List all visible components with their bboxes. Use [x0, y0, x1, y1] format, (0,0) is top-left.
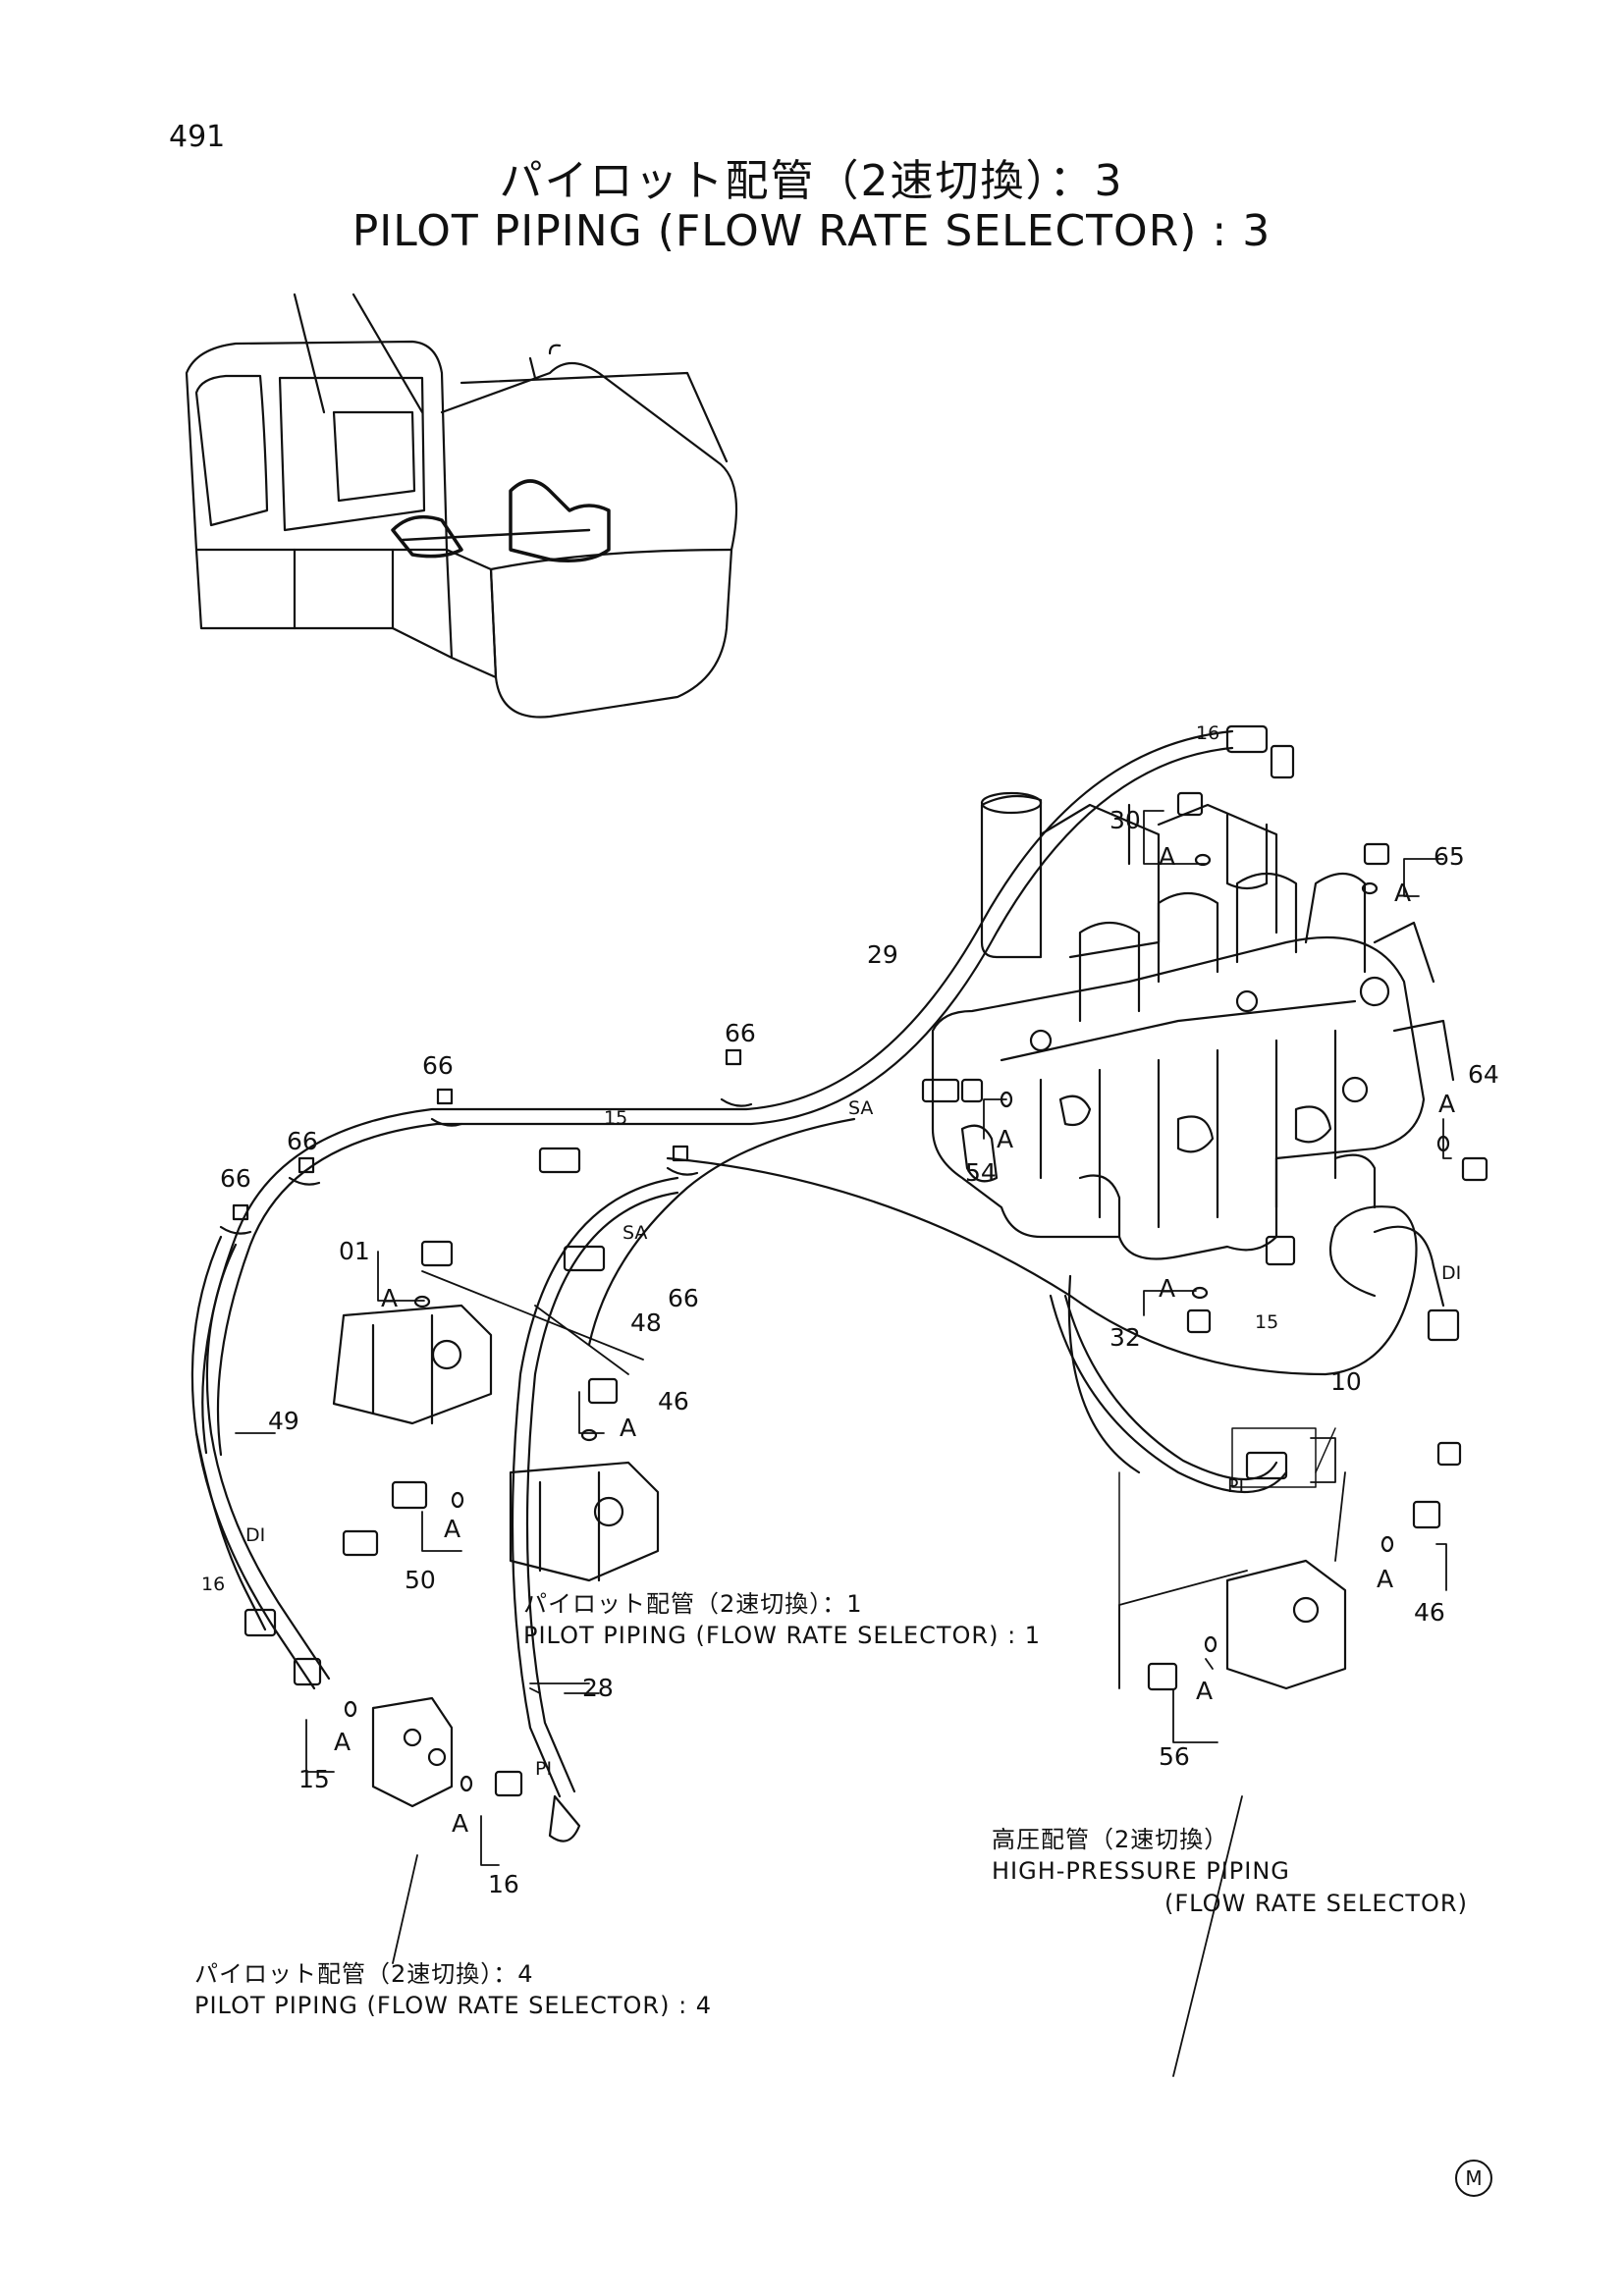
label-66-upper: 66	[422, 1051, 454, 1080]
cross-reference-1-jp: パイロット配管（2速切換）：1	[523, 1590, 863, 1618]
label-15-bottom: 15	[298, 1765, 330, 1793]
label-15-top: 15	[604, 1107, 628, 1129]
clamps	[219, 1048, 753, 1235]
cross-reference-3-jp: パイロット配管（2速切換）：4	[194, 1960, 534, 1988]
label-a-50: A	[444, 1515, 461, 1543]
manual-mark: M	[1455, 2160, 1492, 2197]
label-66-lower: 66	[668, 1284, 699, 1312]
label-66-mid: 66	[287, 1127, 318, 1155]
label-a-64: A	[1438, 1090, 1456, 1118]
label-16-top: 16	[1196, 722, 1220, 744]
label-29: 29	[867, 940, 898, 969]
cross-reference-2-en2: (FLOW RATE SELECTOR)	[1164, 1889, 1468, 1917]
label-di-left: DI	[245, 1524, 266, 1546]
label-a-16: A	[452, 1809, 469, 1838]
label-01: 01	[339, 1237, 370, 1265]
label-64: 64	[1468, 1060, 1499, 1089]
label-32: 32	[1109, 1323, 1141, 1352]
label-46-mid: 46	[658, 1387, 689, 1415]
selector-valves	[332, 1304, 1347, 1808]
cross-reference-3: パイロット配管（2速切換）：4 PILOT PIPING (FLOW RATE …	[194, 1958, 712, 2022]
label-a-46-mid: A	[620, 1414, 637, 1442]
cross-reference-1-en: PILOT PIPING (FLOW RATE SELECTOR) : 1	[523, 1622, 1042, 1650]
label-16-bottom: 16	[488, 1870, 519, 1898]
label-a-54: A	[997, 1125, 1014, 1153]
cross-reference-1: パイロット配管（2速切換）：1 PILOT PIPING (FLOW RATE …	[523, 1588, 1041, 1652]
label-56: 56	[1159, 1742, 1190, 1771]
label-66-center: 66	[725, 1019, 756, 1047]
label-pi-right: PI	[1227, 1475, 1245, 1497]
hoses	[190, 729, 1445, 1798]
label-sa-right: SA	[848, 1097, 874, 1119]
label-a-56: A	[1196, 1677, 1214, 1705]
title-english: PILOT PIPING (FLOW RATE SELECTOR) : 3	[352, 206, 1271, 256]
excavator-overview	[185, 293, 738, 719]
label-28: 28	[582, 1674, 614, 1702]
label-a-01: A	[381, 1284, 399, 1312]
label-a-65: A	[1394, 879, 1412, 907]
label-49: 49	[268, 1407, 299, 1435]
label-a-46-right: A	[1377, 1565, 1394, 1593]
label-a-32: A	[1159, 1274, 1176, 1303]
label-65: 65	[1434, 842, 1465, 871]
label-15-right: 15	[1255, 1311, 1279, 1333]
label-sa-left: SA	[622, 1222, 648, 1244]
label-16-left: 16	[201, 1574, 226, 1595]
label-46-right: 46	[1414, 1598, 1445, 1627]
fittings	[243, 724, 1488, 1842]
cross-reference-3-en: PILOT PIPING (FLOW RATE SELECTOR) : 4	[194, 1992, 713, 2020]
label-10: 10	[1330, 1367, 1362, 1396]
cross-reference-2-jp: 高圧配管（2速切換）	[992, 1826, 1229, 1853]
cross-reference-2-en1: HIGH-PRESSURE PIPING	[992, 1857, 1290, 1886]
label-di-right: DI	[1441, 1262, 1462, 1284]
title-japanese: パイロット配管（2速切換）：3	[499, 156, 1124, 206]
label-54: 54	[965, 1158, 997, 1187]
label-50: 50	[405, 1566, 436, 1594]
cross-reference-2: 高圧配管（2速切換） HIGH-PRESSURE PIPING (FLOW RA…	[992, 1824, 1468, 1919]
label-30: 30	[1109, 806, 1141, 834]
label-48: 48	[630, 1308, 662, 1337]
label-66-left: 66	[220, 1164, 251, 1193]
label-a-15: A	[334, 1728, 352, 1756]
page-number: 491	[169, 120, 226, 154]
label-a-30: A	[1159, 842, 1176, 871]
label-pi-bottom: PI	[535, 1758, 553, 1780]
